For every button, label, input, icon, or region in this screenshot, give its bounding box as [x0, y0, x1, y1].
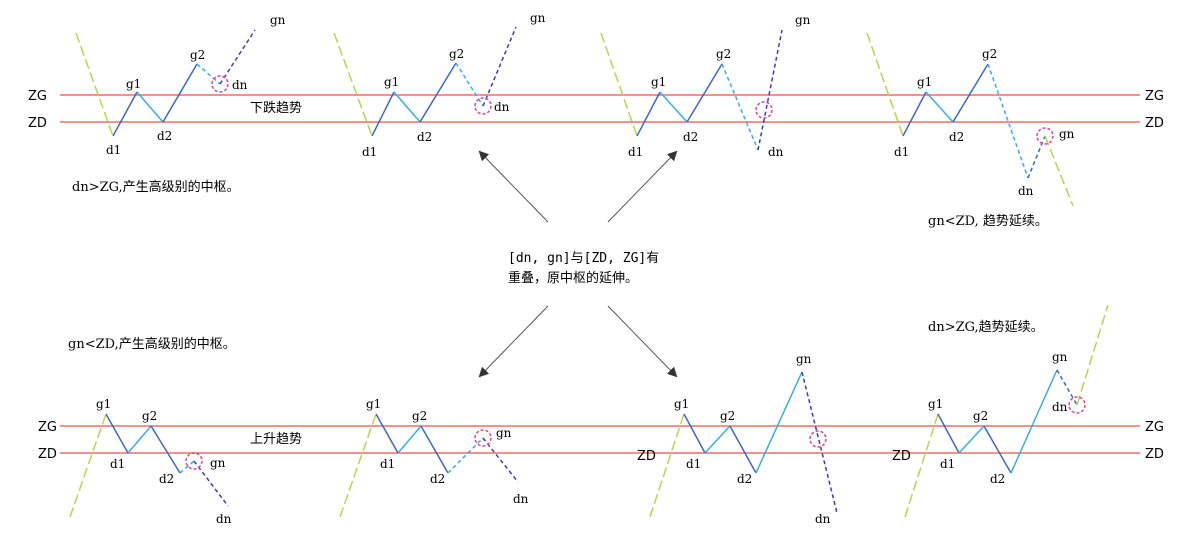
- dn-label: dn: [768, 145, 784, 159]
- g2-label: g2: [412, 409, 427, 423]
- d2-label: d2: [683, 130, 698, 144]
- top-panel-2: d1 g1 d2 g2 dn gn: [333, 11, 546, 159]
- d1-label: d1: [894, 145, 909, 159]
- top-panel-1: d1 g1 d2 g2 dn gn: [75, 13, 286, 157]
- g1-label: g1: [126, 77, 141, 91]
- center-arrows: [478, 150, 678, 378]
- note-top-left: dn>ZG,产生高级别的中枢。: [72, 179, 240, 195]
- zd-label-bottom-left: ZD: [38, 447, 57, 462]
- zd-label-top-left: ZD: [28, 116, 47, 131]
- note-bottom-left: gn<ZD,产生高级别的中枢。: [68, 336, 236, 352]
- center-text-line2: 重叠，原中枢的延伸。: [508, 270, 638, 286]
- d1-label: d1: [380, 457, 395, 471]
- dn-label: dn: [1052, 400, 1068, 414]
- g1-label: g1: [366, 397, 381, 411]
- zd-label-bottom-right: ZD: [1145, 447, 1164, 462]
- g2-label: g2: [982, 47, 997, 61]
- dn-label: dn: [815, 512, 831, 526]
- g2-label: g2: [720, 409, 735, 423]
- gn-label: gn: [270, 13, 286, 27]
- zd-label-panel4-bottom: ZD: [892, 449, 911, 464]
- d2-label: d2: [430, 472, 445, 486]
- zg-label-bottom-left: ZG: [38, 420, 57, 435]
- dn-label: dn: [494, 100, 510, 114]
- dn-label: dn: [216, 512, 232, 526]
- bottom-panel-4: g1 d1 g2 d2 gn dn: [904, 304, 1109, 518]
- arrow-down-left: [478, 305, 549, 378]
- dn-label: dn: [1018, 184, 1034, 198]
- note-top-right: gn<ZD, 趋势延续。: [928, 213, 1048, 229]
- g2-label: g2: [449, 47, 464, 61]
- d2-label: d2: [737, 472, 752, 486]
- top-panel-4: d1 g1 d2 g2 dn gn: [866, 32, 1075, 207]
- center-text-line1: [dn, gn]与[ZD, ZG]有: [508, 251, 659, 266]
- g2-label: g2: [142, 409, 157, 423]
- bottom-panel-1: g1 d1 g2 d2 gn dn: [69, 397, 232, 526]
- d2-label: d2: [159, 472, 174, 486]
- g1-label: g1: [928, 397, 943, 411]
- note-bottom-right: dn>ZG,趋势延续。: [928, 319, 1044, 335]
- trend-up-label: 上升趋势: [250, 431, 302, 447]
- arrow-up-left: [478, 150, 549, 223]
- d1-label: d1: [940, 457, 955, 471]
- trend-down-label: 下跌趋势: [250, 100, 302, 116]
- zg-label-bottom-right: ZG: [1145, 420, 1164, 435]
- gn-label: gn: [496, 426, 512, 440]
- overlap-circle: [809, 430, 827, 448]
- gn-label: gn: [210, 456, 226, 470]
- gn-label: gn: [795, 13, 811, 27]
- arrow-up-right: [607, 150, 678, 223]
- bottom-panel-2: g1 d1 g2 d2 gn dn: [339, 397, 529, 518]
- dn-circle: [474, 97, 492, 115]
- d2-label: d2: [990, 472, 1005, 486]
- zg-label-top-right: ZG: [1145, 89, 1164, 104]
- zg-label-top-left: ZG: [28, 89, 47, 104]
- g1-label: g1: [674, 397, 689, 411]
- g2-label: g2: [973, 409, 988, 423]
- g1-label: g1: [651, 75, 666, 89]
- gn-label: gn: [530, 11, 546, 25]
- zd-label-top-right: ZD: [1145, 116, 1164, 131]
- overlap-circle: [755, 101, 773, 119]
- g1-label: g1: [96, 397, 111, 411]
- dn-circle: [1068, 396, 1086, 414]
- d1-label: d1: [628, 145, 643, 159]
- d1-label: d1: [110, 457, 125, 471]
- gn-circle: [185, 452, 203, 470]
- dn-label: dn: [232, 78, 248, 92]
- d1-label: d1: [686, 457, 701, 471]
- bottom-panel-3: g1 d1 g2 d2 gn dn: [649, 352, 838, 526]
- g2-label: g2: [190, 48, 205, 62]
- gn-circle: [1036, 127, 1054, 145]
- gn-label: gn: [1059, 127, 1075, 141]
- top-panel-3: d1 g1 d2 g2 dn gn: [600, 13, 811, 159]
- gn-label: gn: [1052, 350, 1068, 364]
- d1-label: d1: [362, 145, 377, 159]
- zd-label-panel3-bottom: ZD: [637, 449, 656, 464]
- gn-circle: [474, 429, 492, 447]
- d2-label: d2: [949, 130, 964, 144]
- d1-label: d1: [106, 143, 121, 157]
- gn-label: gn: [796, 352, 812, 366]
- dn-label: dn: [513, 492, 529, 506]
- g2-label: g2: [716, 47, 731, 61]
- dn-circle: [211, 75, 229, 93]
- g1-label: g1: [384, 75, 399, 89]
- d2-label: d2: [417, 130, 432, 144]
- d2-label: d2: [157, 129, 172, 143]
- g1-label: g1: [917, 75, 932, 89]
- arrow-down-right: [607, 305, 678, 378]
